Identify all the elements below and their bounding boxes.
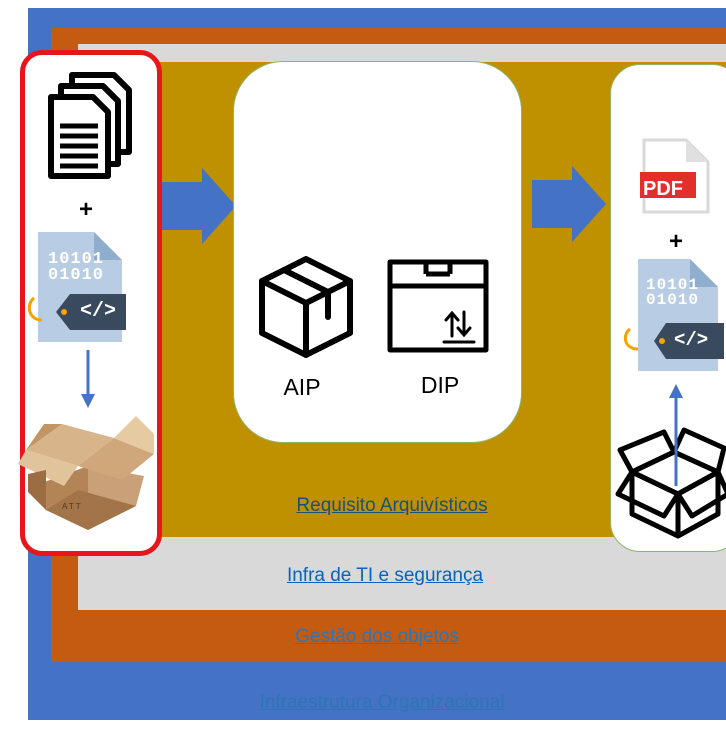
aip-label: AIP — [283, 374, 321, 400]
metadata-file-icon-output — [623, 259, 724, 371]
open-box-outline-icon — [615, 427, 726, 539]
requisito-arquivisticos-link[interactable]: Requisito Arquivísticos — [296, 495, 488, 516]
binary-text: 10101 — [48, 250, 105, 269]
dip-label: DIP — [420, 372, 460, 398]
box-stamp-text: A T T — [62, 502, 81, 511]
aip-package-icon — [259, 256, 353, 358]
pdf-label: PDF — [643, 178, 683, 200]
gestao-objetos-link[interactable]: Gestão dos objetos — [295, 626, 459, 647]
infra-ti-seguranca-link[interactable]: Infra de TI e segurança — [286, 565, 484, 586]
metadata-file-icon — [27, 232, 126, 342]
arrow-archive-to-dip-icon — [532, 166, 606, 242]
cardboard-box-icon — [18, 416, 154, 530]
code-tag-icon: </> — [80, 300, 117, 323]
dip-package-icon — [387, 259, 489, 353]
documents-icon — [48, 72, 132, 179]
plus-sign: + — [78, 196, 94, 223]
arrow-sip-to-archive-icon — [162, 168, 236, 244]
code-tag-icon-output: </> — [674, 329, 709, 351]
infraestrutura-organizacional-link[interactable]: Infraestrutura Organizacional — [259, 692, 505, 713]
plus-sign-output: + — [668, 228, 684, 255]
pdf-file-icon — [640, 138, 710, 214]
binary-text-output-2: 01010 — [646, 291, 700, 309]
binary-text-output: 10101 — [646, 276, 700, 294]
archive-storage-box — [233, 61, 522, 443]
binary-text-2: 01010 — [48, 266, 105, 285]
arrow-down-icon — [81, 350, 95, 408]
arrow-up-icon — [669, 384, 683, 486]
